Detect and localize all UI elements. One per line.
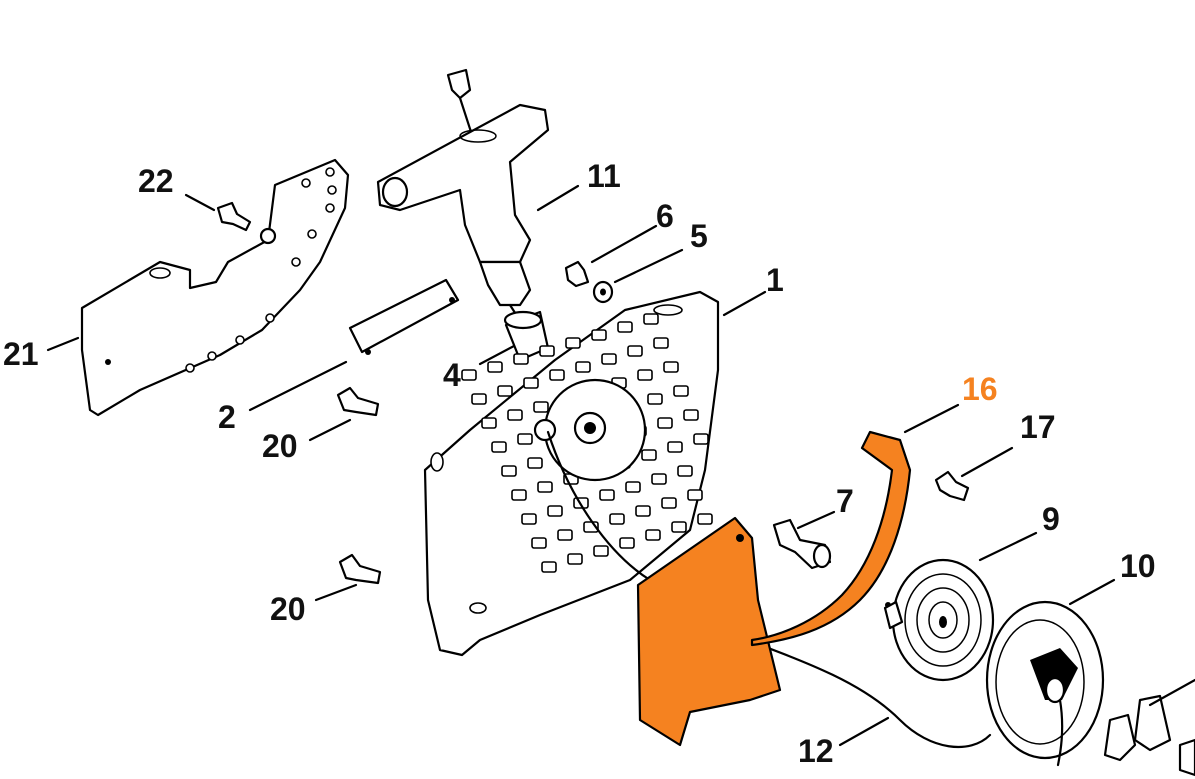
callout-5: 5 xyxy=(690,218,708,254)
callout-21: 21 xyxy=(3,336,39,372)
grille-slot xyxy=(643,313,659,325)
grille-slot xyxy=(661,497,677,509)
grille-slot xyxy=(625,481,641,493)
part-20-screw-lower xyxy=(338,553,382,585)
callout-1: 1 xyxy=(766,262,784,298)
grille-slot xyxy=(531,537,547,549)
grille-slot xyxy=(487,361,503,373)
grille-slot xyxy=(657,417,673,429)
grille-slot xyxy=(645,529,661,541)
callout-4: 4 xyxy=(443,357,461,393)
grille-slot xyxy=(539,345,555,357)
grille-slot xyxy=(599,489,615,501)
grille-slot xyxy=(527,457,543,469)
grille-slot xyxy=(481,417,497,429)
grille-slot xyxy=(549,369,565,381)
grille-slot xyxy=(533,401,549,413)
grille-slot xyxy=(537,481,553,493)
grille-slot xyxy=(641,449,657,461)
grille-slot xyxy=(617,321,633,333)
callout-7: 7 xyxy=(836,483,854,519)
part-17-screw xyxy=(934,470,970,502)
grille-slot xyxy=(677,465,693,477)
grille-slot xyxy=(637,369,653,381)
callout-22: 22 xyxy=(138,163,174,199)
grille-slot xyxy=(667,441,683,453)
callout-10: 10 xyxy=(1120,548,1156,584)
part-6-screw xyxy=(564,260,590,288)
grille-slot xyxy=(651,473,667,485)
callout-16: 16 xyxy=(962,371,998,407)
part-21-side-plate xyxy=(80,158,350,417)
grille-slot xyxy=(557,529,573,541)
callout-9: 9 xyxy=(1042,501,1060,537)
grille-slot xyxy=(471,393,487,405)
grille-slot xyxy=(491,441,507,453)
callout-11: 11 xyxy=(587,158,621,194)
grille-slot xyxy=(697,513,713,525)
part-11-starter-grip xyxy=(376,68,550,332)
part-2-plate xyxy=(348,278,460,355)
part-7-pin xyxy=(772,518,832,570)
grille-slot xyxy=(671,521,687,533)
grille-slot xyxy=(523,377,539,389)
grille-slot xyxy=(575,361,591,373)
grille-slot xyxy=(627,345,643,357)
grille-slot xyxy=(609,513,625,525)
grille-slot xyxy=(567,553,583,565)
callout-17: 17 xyxy=(1020,409,1056,445)
grille-slot xyxy=(683,409,699,421)
grille-slot xyxy=(565,337,581,349)
grille-slot xyxy=(513,353,529,365)
grille-slot xyxy=(591,329,607,341)
grille-slot xyxy=(653,337,669,349)
grille-slot xyxy=(687,489,703,501)
part-20-screw-upper xyxy=(336,386,380,417)
grille-slot xyxy=(461,369,477,381)
grille-slot xyxy=(693,433,709,445)
callout-20-lower: 20 xyxy=(270,591,306,627)
grille-slot xyxy=(511,489,527,501)
grille-slot xyxy=(635,505,651,517)
grille-slot xyxy=(507,409,523,421)
callout-6: 6 xyxy=(656,198,674,234)
grille-slot xyxy=(517,433,533,445)
callout-labels: 22 11 6 5 1 21 4 2 20 16 17 7 9 10 20 12 xyxy=(3,158,1156,769)
grille-slot xyxy=(601,353,617,365)
part-9-rewind-spring xyxy=(883,558,995,682)
grille-slot xyxy=(647,393,663,405)
grille-slot xyxy=(673,385,689,397)
callout-2: 2 xyxy=(218,399,236,435)
grille-slot xyxy=(501,465,517,477)
callout-20-upper: 20 xyxy=(262,428,298,464)
grille-slot xyxy=(619,537,635,549)
pawl-parts xyxy=(1103,694,1195,777)
grille-slot xyxy=(521,513,537,525)
part-12-starter-rope xyxy=(546,430,992,749)
grille-slot xyxy=(547,505,563,517)
part-5-washer xyxy=(592,280,614,304)
part-16-rope-guide xyxy=(636,430,912,747)
grille-slot xyxy=(541,561,557,573)
grille-slot xyxy=(663,361,679,373)
part-10-rope-rotor xyxy=(985,600,1105,767)
callout-12: 12 xyxy=(798,733,834,769)
leader-lines xyxy=(46,184,1195,747)
grille-slot xyxy=(497,385,513,397)
part-1-fan-housing xyxy=(423,290,720,657)
grille-slot xyxy=(593,545,609,557)
part-22-screw xyxy=(216,201,252,232)
part-4-bushing xyxy=(503,310,550,362)
